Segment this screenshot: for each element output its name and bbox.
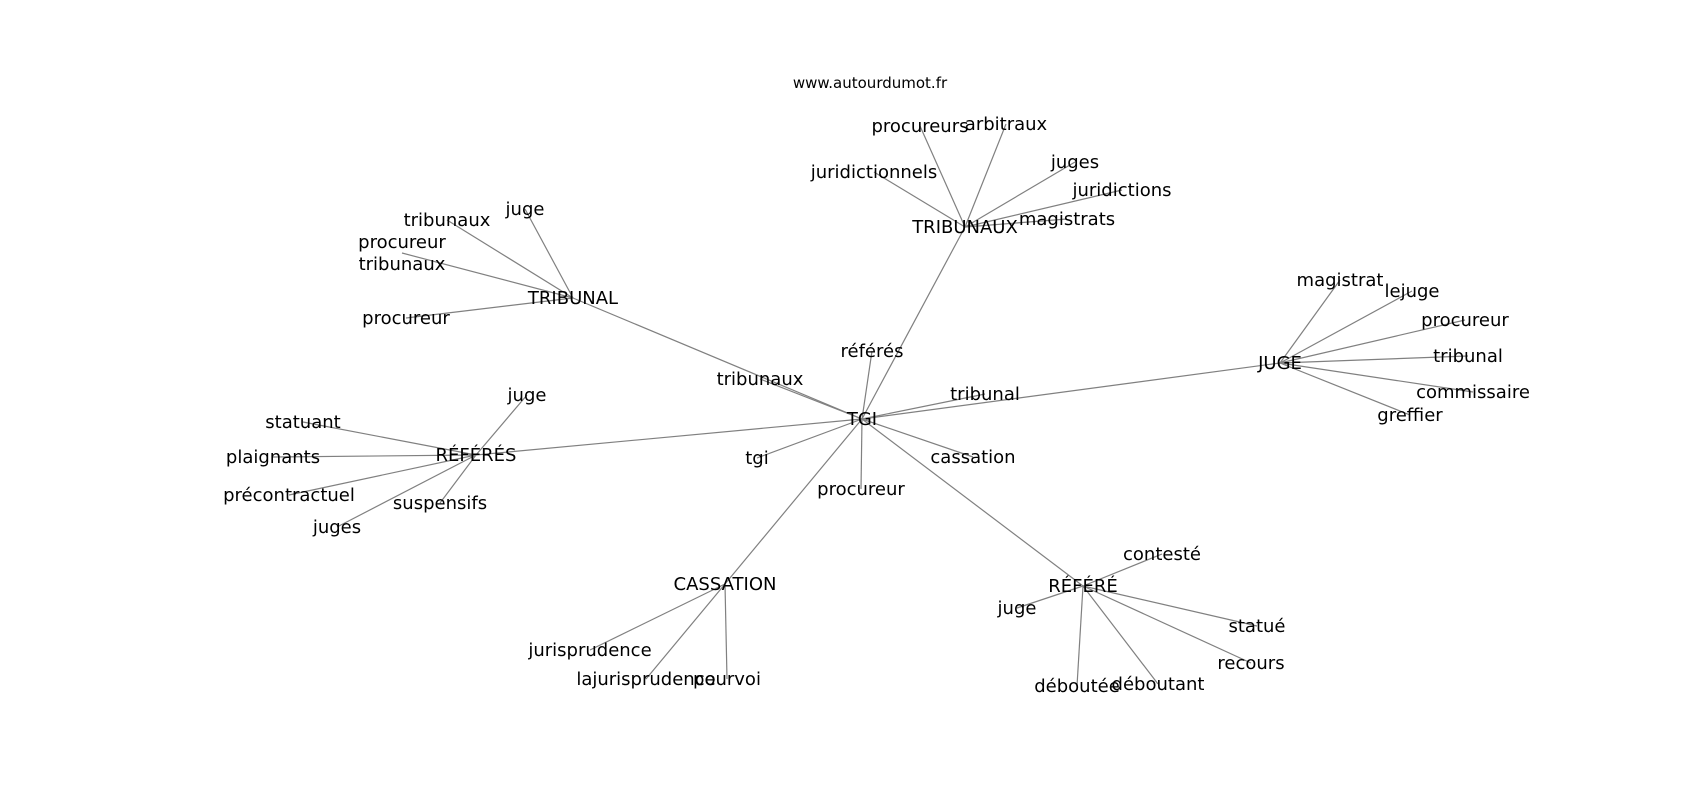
- edge-refere_hub-r_recours: [1082, 585, 1252, 664]
- edge-tribunaux_hub-tx_magistrats: [964, 218, 1068, 228]
- node-rs_juges: juges: [312, 517, 361, 538]
- node-ca_jurisprudence: jurisprudence: [527, 640, 651, 661]
- edge-refere_hub-r_conteste: [1082, 553, 1163, 587]
- node-tx_juges: juges: [1050, 152, 1099, 173]
- edge-tgi_center-c_procureur: [860, 418, 863, 490]
- node-j_procureur: procureur: [1421, 310, 1509, 331]
- edge-tgi_center-c_referes: [861, 350, 873, 420]
- edge-tgi_center-tribunal_hub: [572, 297, 863, 420]
- edge-tgi_center-c_tgi: [756, 418, 863, 459]
- edge-referes_hub-rs_precontractuel: [288, 454, 477, 496]
- node-rs_statuant: statuant: [265, 412, 340, 433]
- edge-juge_hub-j_lejuge: [1279, 290, 1413, 364]
- edge-tribunaux_hub-tx_juges: [964, 161, 1076, 228]
- edge-tribunaux_hub-tx_procureurs: [919, 125, 966, 228]
- edge-refere_hub-r_juge: [1016, 585, 1084, 609]
- edge-tgi_center-tribunaux_hub: [861, 226, 966, 420]
- node-j_tribunal: tribunal: [1433, 346, 1503, 367]
- node-tx_procureurs: procureurs: [871, 116, 968, 137]
- node-c_tgi: tgi: [745, 448, 768, 469]
- node-c_tribunaux: tribunaux: [717, 369, 804, 390]
- node-tribunal_hub: TRIBUNAL: [527, 288, 618, 309]
- node-t_tribunaux: tribunaux: [404, 210, 491, 231]
- edge-juge_hub-j_commissaire: [1279, 362, 1474, 393]
- edge-juge_hub-j_tribunal: [1279, 355, 1469, 364]
- edge-cassation_hub-ca_jurisprudence: [589, 583, 726, 651]
- edge-referes_hub-rs_suspensifs: [439, 454, 477, 504]
- node-ca_pourvoi: pourvoi: [693, 669, 761, 690]
- node-r_recours: recours: [1217, 653, 1284, 674]
- watermark: www.autourdumot.fr: [793, 74, 948, 92]
- node-t_procureur: procureur: [362, 308, 450, 329]
- edge-juge_hub-j_greffier: [1279, 362, 1411, 416]
- node-tgi_center: TGI: [846, 409, 877, 430]
- node-r_juge: juge: [997, 598, 1037, 619]
- node-c_procureur: procureur: [817, 479, 905, 500]
- edge-tribunal_hub-t_procureur_tribunaux: [401, 252, 574, 299]
- node-j_lejuge: lejuge: [1385, 281, 1440, 302]
- edge-refere_hub-r_deboutee: [1076, 585, 1084, 687]
- node-ca_lajurisprudence: lajurisprudence: [576, 669, 715, 690]
- edge-tgi_center-juge_hub: [861, 362, 1281, 420]
- edge-refere_hub-r_deboutant: [1082, 585, 1159, 685]
- edge-tribunaux_hub-tx_juridictions: [964, 189, 1123, 228]
- node-cassation_hub: CASSATION: [674, 574, 777, 595]
- edge-tribunaux_hub-tx_arbitraux: [964, 123, 1007, 228]
- node-r_statue: statué: [1228, 616, 1285, 637]
- node-r_conteste: contesté: [1123, 544, 1201, 565]
- edge-juge_hub-j_magistrat: [1279, 279, 1341, 364]
- node-t_juge: juge: [505, 199, 545, 220]
- edge-cassation_hub-ca_pourvoi: [724, 583, 728, 680]
- edge-referes_hub-rs_statuant: [302, 421, 477, 456]
- edge-tgi_center-c_cassation: [861, 418, 974, 458]
- node-tribunaux_hub: TRIBUNAUX: [911, 217, 1018, 238]
- node-refere_hub: RÉFÉRÉ: [1048, 575, 1118, 597]
- edge-tgi_center-c_tribunal: [861, 393, 986, 420]
- edge-tribunal_hub-t_tribunaux: [446, 219, 574, 299]
- node-j_magistrat: magistrat: [1297, 270, 1384, 291]
- edge-refere_hub-r_statue: [1082, 585, 1258, 627]
- edge-tgi_center-cassation_hub: [724, 418, 863, 585]
- node-r_deboutee: déboutée: [1034, 676, 1120, 697]
- edge-referes_hub-rs_plaignants: [272, 454, 477, 458]
- edge-tribunal_hub-t_juge: [524, 208, 574, 299]
- node-tx_juridictions: juridictions: [1072, 180, 1172, 201]
- node-labels: TGI TRIBUNAL TRIBUNAUX JUGE RÉFÉRÉS CASSATION…: [223, 114, 1530, 697]
- node-rs_plaignants: plaignants: [226, 447, 320, 468]
- node-tx_arbitraux: arbitraux: [965, 114, 1048, 135]
- edge-tribunaux_hub-tx_juridictionnels: [873, 171, 966, 228]
- edge-referes_hub-rs_juge: [475, 394, 528, 456]
- node-referes_hub: RÉFÉRÉS: [436, 444, 517, 466]
- node-rs_suspensifs: suspensifs: [393, 493, 487, 514]
- edge-tribunal_hub-t_procureur: [405, 297, 574, 319]
- node-rs_juge: juge: [507, 385, 547, 406]
- node-j_greffier: greffier: [1377, 405, 1443, 426]
- node-rs_precontractuel: précontractuel: [223, 485, 355, 506]
- node-c_tribunal: tribunal: [950, 384, 1020, 405]
- edge-juge_hub-j_procureur: [1279, 319, 1466, 364]
- edge-referes_hub-rs_juges: [336, 454, 477, 528]
- edge-cassation_hub-ca_lajurisprudence: [645, 583, 726, 680]
- edge-tgi_center-refere_hub: [861, 418, 1084, 587]
- edges: [272, 123, 1474, 687]
- node-j_commissaire: commissaire: [1416, 382, 1530, 403]
- edge-tgi_center-c_tribunaux: [759, 378, 863, 420]
- node-tx_juridictionnels: juridictionnels: [810, 162, 937, 183]
- node-tx_magistrats: magistrats: [1019, 209, 1115, 230]
- node-c_cassation: cassation: [930, 447, 1015, 468]
- node-juge_hub: JUGE: [1257, 353, 1302, 374]
- node-r_deboutant: déboutant: [1112, 674, 1205, 695]
- edge-tgi_center-referes_hub: [475, 418, 863, 456]
- node-c_referes: référés: [841, 341, 904, 362]
